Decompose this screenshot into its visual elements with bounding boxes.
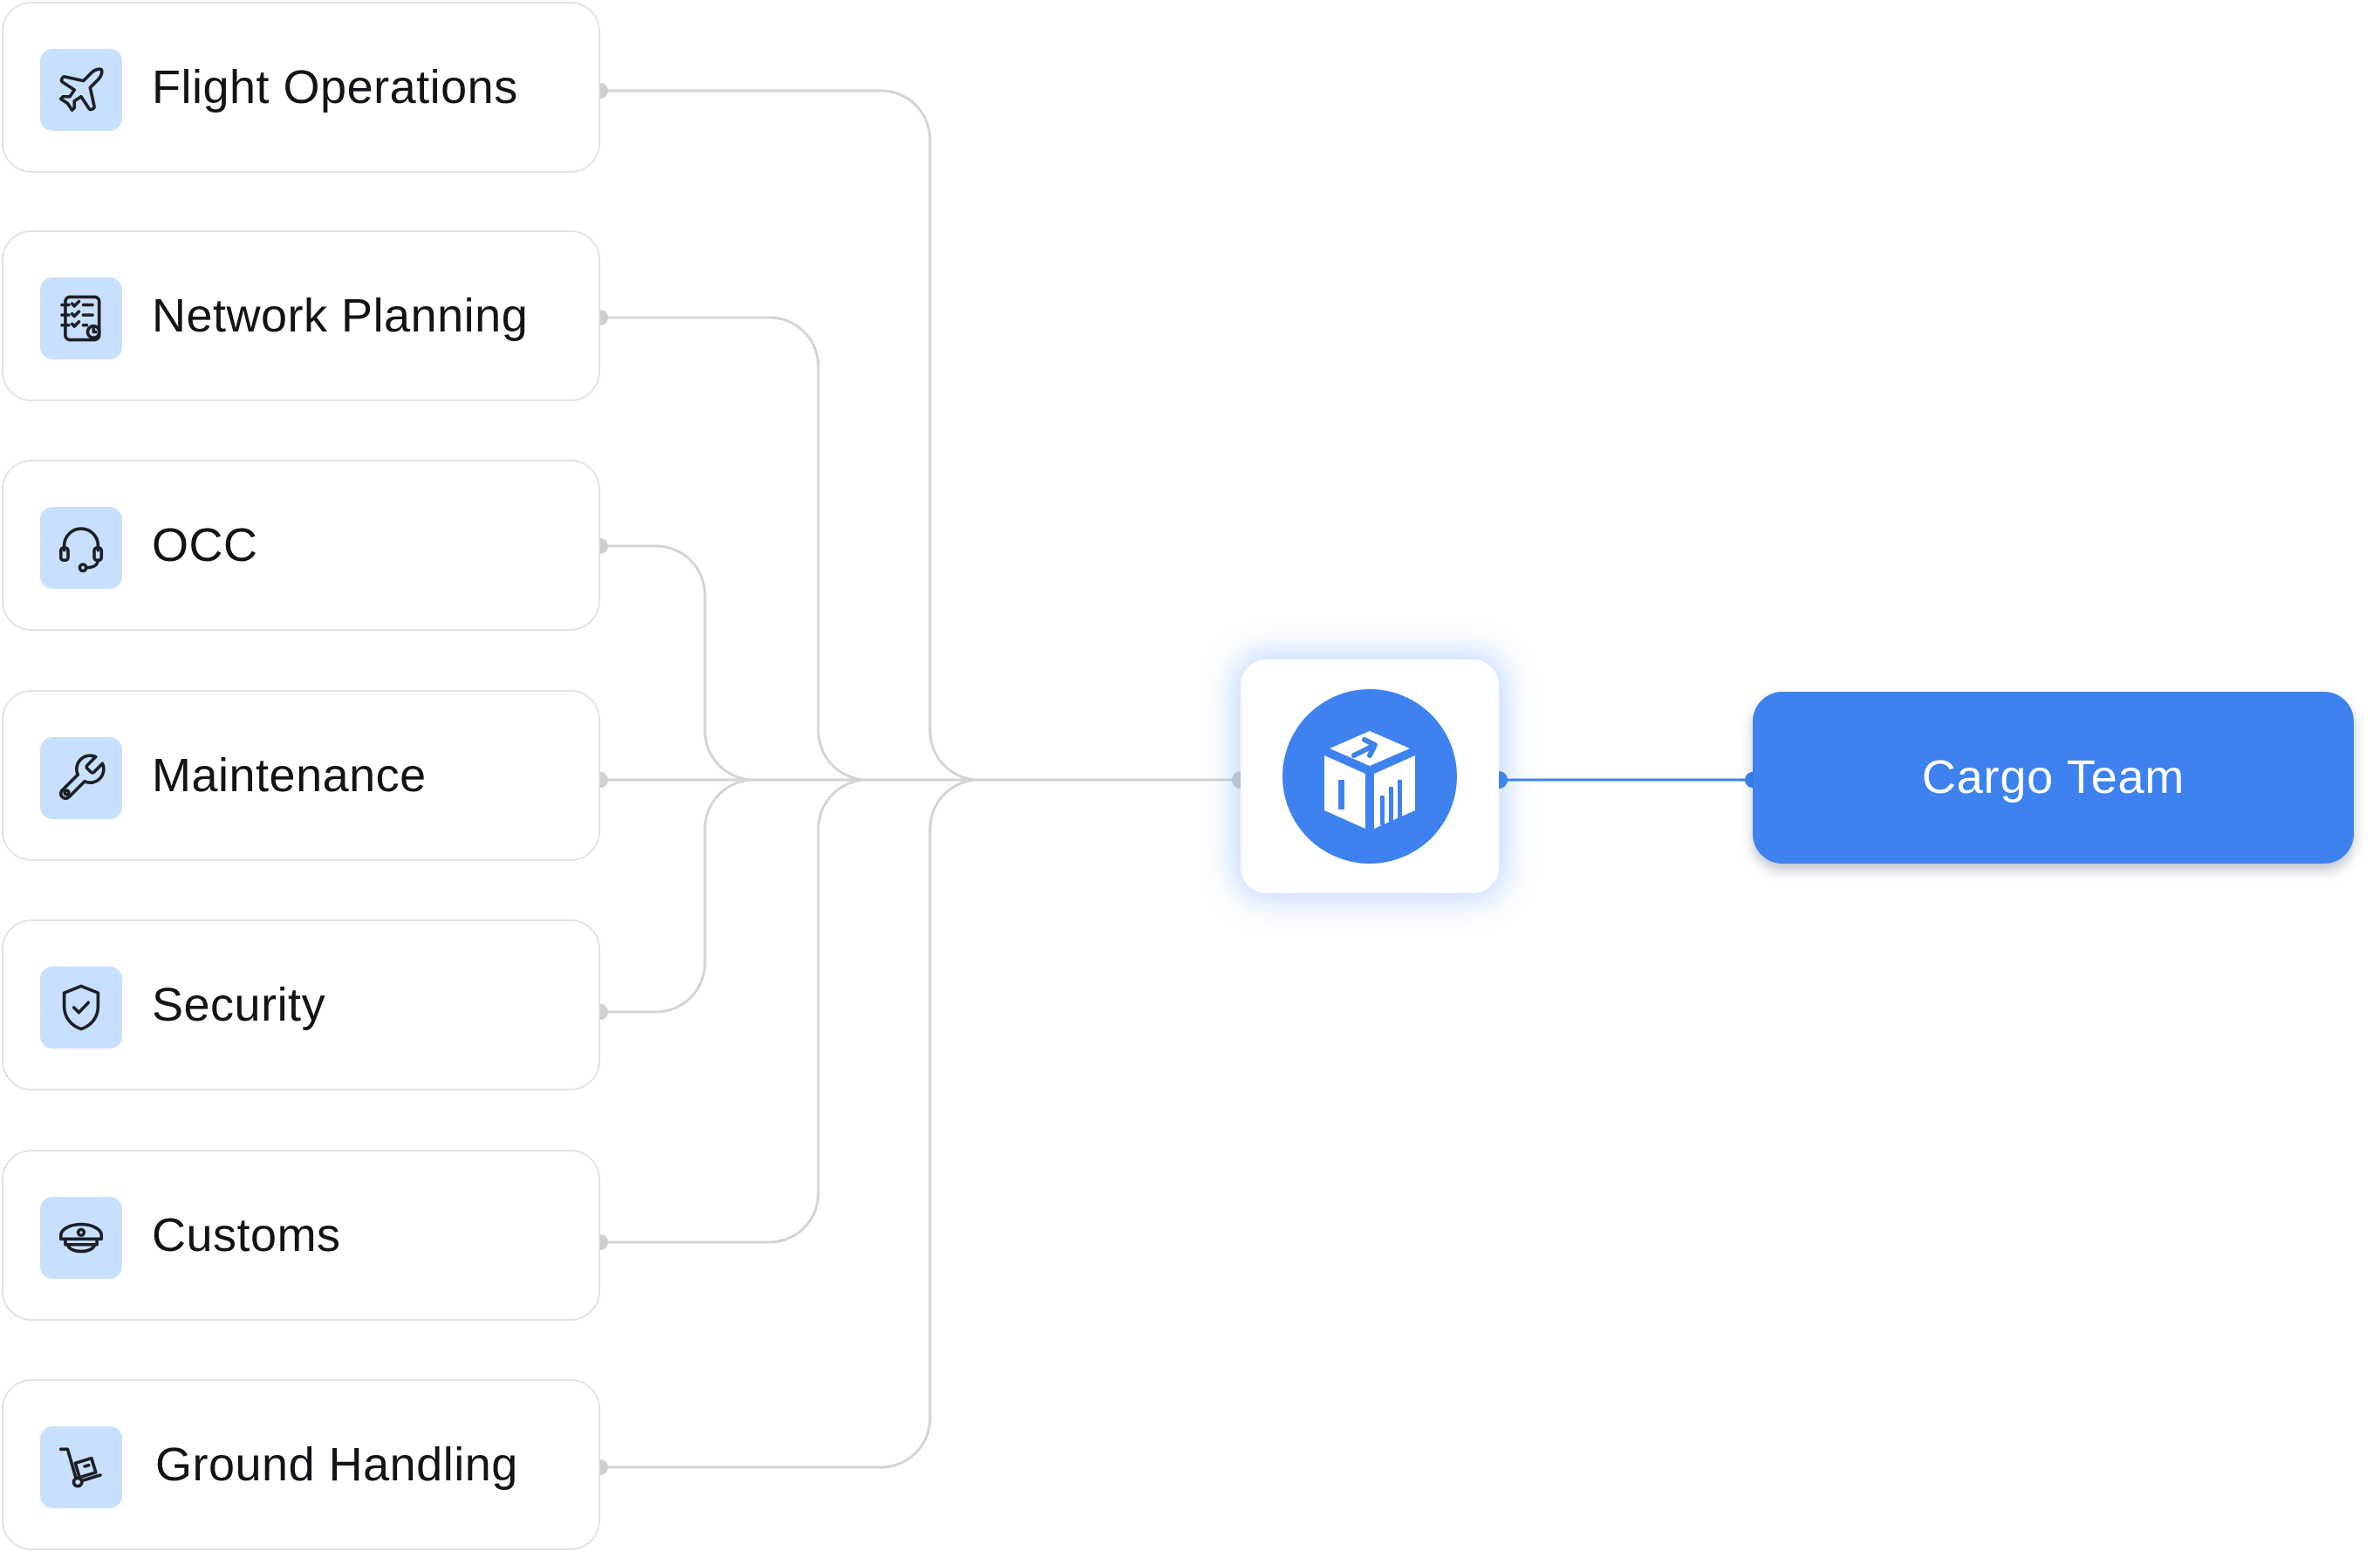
node-label: Maintenance [152, 749, 427, 802]
officer-cap-icon [40, 1197, 122, 1279]
node-network-planning[interactable]: Network Planning [2, 230, 600, 401]
connector-occ [600, 544, 1241, 782]
cargo-team-node[interactable]: Cargo Team [1753, 692, 2354, 864]
node-ground-handling[interactable]: Ground Handling [2, 1379, 600, 1550]
node-label: Ground Handling [155, 1438, 518, 1491]
checklist-icon [40, 277, 122, 359]
node-label: Customs [152, 1209, 341, 1261]
node-occ[interactable]: OCC [2, 460, 600, 631]
node-security[interactable]: Security [2, 919, 600, 1090]
node-label: Network Planning [152, 290, 529, 342]
connector-ground-handling [600, 778, 1241, 1469]
plane-icon [40, 49, 122, 131]
cargo-box-logo-icon [1282, 689, 1457, 864]
connector-network-planning [600, 316, 1241, 782]
headset-icon [40, 507, 122, 589]
node-label: OCC [152, 519, 258, 571]
node-flight-operations[interactable]: Flight Operations [2, 2, 600, 173]
hand-truck-icon [40, 1426, 122, 1508]
node-label: Flight Operations [152, 61, 518, 113]
hub-node[interactable] [1241, 659, 1499, 893]
node-label: Security [152, 979, 326, 1031]
connector-customs [600, 778, 1241, 1244]
node-maintenance[interactable]: Maintenance [2, 690, 600, 861]
wrench-icon [40, 737, 122, 819]
shield-check-icon [40, 967, 122, 1049]
node-customs[interactable]: Customs [2, 1150, 600, 1321]
connector-security [600, 778, 1241, 1014]
connector-flight-operations [600, 89, 1241, 782]
